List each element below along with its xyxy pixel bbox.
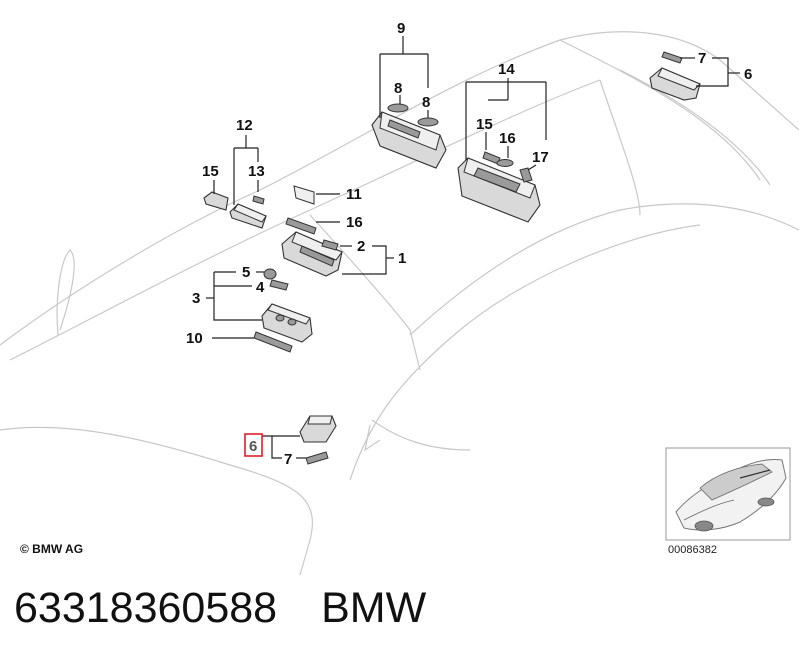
leaders-5-4-3-10	[206, 271, 264, 339]
leaders-6-7-bottom	[262, 435, 306, 459]
callout-14[interactable]: 14	[498, 61, 515, 78]
callout-6-highlight-box	[244, 433, 263, 457]
callout-6-top[interactable]: 6	[744, 66, 752, 83]
leaders-12-15-13	[213, 135, 259, 205]
brand-name: BMW	[321, 584, 427, 632]
callout-16-top[interactable]: 16	[499, 130, 516, 147]
callout-4[interactable]: 4	[256, 279, 265, 296]
callout-2[interactable]: 2	[357, 238, 365, 255]
part-luggage-compartment-light	[649, 51, 701, 101]
callout-7-top[interactable]: 7	[698, 50, 706, 67]
callout-1[interactable]: 1	[398, 250, 406, 267]
leaders-14-17	[465, 78, 547, 171]
callout-3[interactable]: 3	[192, 290, 200, 307]
callout-11[interactable]: 11	[346, 186, 362, 203]
leaders-11-16-2-1	[316, 193, 394, 275]
callout-15-left[interactable]: 15	[202, 163, 219, 180]
callout-8-right[interactable]: 8	[422, 94, 430, 111]
part-vanity-mirror-light	[203, 191, 267, 229]
car-body-outline	[0, 31, 799, 576]
leaders-9-8	[379, 36, 429, 118]
callout-7-bottom[interactable]: 7	[284, 451, 292, 468]
callout-5[interactable]: 5	[242, 264, 250, 281]
part-front-interior-light	[281, 185, 343, 277]
part-rear-reading-light	[371, 103, 447, 169]
callout-10[interactable]: 10	[186, 330, 203, 347]
part-reading-light-front	[253, 268, 313, 353]
callout-6-bottom[interactable]: 6	[249, 438, 257, 455]
callout-9[interactable]: 9	[397, 20, 405, 37]
callout-17[interactable]: 17	[532, 149, 549, 166]
copyright-text: © BMW AG	[20, 542, 83, 556]
part-rear-interior-light	[457, 151, 541, 223]
callout-15-top[interactable]: 15	[476, 116, 493, 133]
inset-car-thumbnail	[665, 447, 791, 541]
diagram-ref-number: 00086382	[668, 544, 717, 556]
leaders-7-6-top	[680, 57, 740, 87]
callout-12[interactable]: 12	[236, 117, 253, 134]
callout-16-mid[interactable]: 16	[346, 214, 363, 231]
part-number: 63318360588	[14, 584, 278, 632]
callout-8-left[interactable]: 8	[394, 80, 402, 97]
part-glovebox-light	[299, 415, 337, 465]
part-number-caption: 63318360588 BMW	[14, 584, 426, 633]
callout-labels: 9 8 8 14 15 16 17 7 6 12 15 13 11 16 2 1…	[186, 20, 752, 468]
callout-13[interactable]: 13	[248, 163, 265, 180]
